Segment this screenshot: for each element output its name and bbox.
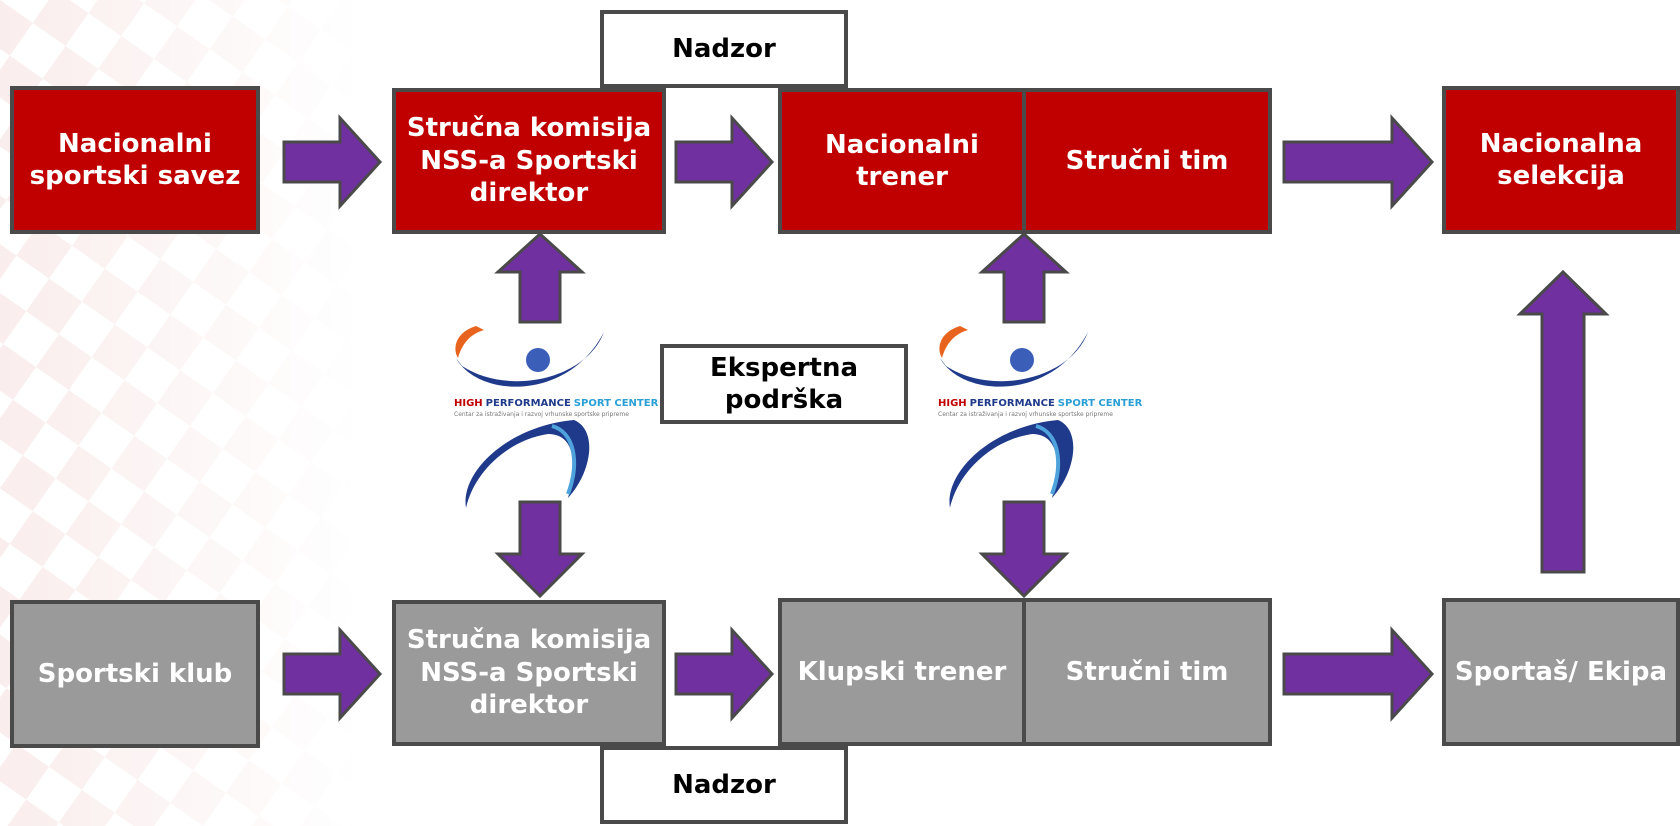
strucni-tim-top-box: Stručni tim xyxy=(1022,88,1272,234)
sportski-klub-box: Sportski klub xyxy=(10,600,260,748)
strucni-tim-bottom-label: Stručni tim xyxy=(1065,656,1229,687)
sportas-ekipa-box: Sportaš/ Ekipa xyxy=(1442,598,1680,746)
arrow-down-logo-to-tim xyxy=(978,500,1070,599)
logo-left-brand-performance: PERFORMANCE xyxy=(486,398,571,409)
logo-left-tagline: Centar za istraživanja i razvoj vrhunske… xyxy=(454,411,629,418)
logo-left-brand-high: HIGH xyxy=(454,398,483,409)
arrow-right-komisija-to-klupski-trener xyxy=(674,626,775,722)
arrow-up-sportas-to-selekcija xyxy=(1516,269,1610,574)
strucna-komisija-top-label: Stručna komisija NSS-a Sportski direktor xyxy=(406,113,652,209)
logo-right-tagline: Centar za istraživanja i razvoj vrhunske… xyxy=(938,411,1113,418)
nadzor-bottom-label: Nadzor xyxy=(672,769,776,800)
ekspertna-podrska-box: Ekspertna podrška xyxy=(660,344,908,424)
nadzor-top-label: Nadzor xyxy=(672,33,776,64)
arrow-right-tim-to-sportas xyxy=(1282,626,1435,722)
nacionalni-trener-label: Nacionalni trener xyxy=(825,129,979,193)
nacionalna-selekcija-box: Nacionalna selekcija xyxy=(1442,86,1680,234)
logo-right-brand-sport-center: SPORT CENTER xyxy=(1058,398,1143,409)
sportas-ekipa-label: Sportaš/ Ekipa xyxy=(1454,656,1668,687)
nacionalni-savez-label: Nacionalni sportski savez xyxy=(29,128,241,192)
logo-right-brand-high: HIGH xyxy=(938,398,967,409)
ekspertna-podrska-label: Ekspertna podrška xyxy=(709,352,859,416)
nacionalna-selekcija-label: Nacionalna selekcija xyxy=(1479,128,1643,192)
arrow-right-tim-to-selekcija xyxy=(1282,114,1435,210)
sportski-klub-label: Sportski klub xyxy=(37,658,233,689)
strucna-komisija-top-box: Stručna komisija NSS-a Sportski direktor xyxy=(392,88,666,234)
arrow-up-logo-to-komisija xyxy=(494,231,586,324)
nacionalni-savez-box: Nacionalni sportski savez xyxy=(10,86,260,234)
arrow-right-klub-to-komisija xyxy=(282,626,383,722)
klupski-trener-label: Klupski trener xyxy=(797,656,1007,687)
arrow-right-savez-to-komisija xyxy=(282,114,383,210)
arrow-up-logo-to-trener xyxy=(978,231,1070,324)
logo-left-brand-sport-center: SPORT CENTER xyxy=(574,398,659,409)
strucni-tim-bottom-box: Stručni tim xyxy=(1022,598,1272,746)
arrow-down-logo-to-komisija xyxy=(494,500,586,599)
klupski-trener-box: Klupski trener xyxy=(778,598,1026,746)
nacionalni-trener-box: Nacionalni trener xyxy=(778,88,1026,234)
strucni-tim-top-label: Stručni tim xyxy=(1065,145,1229,176)
nadzor-bottom-box: Nadzor xyxy=(600,746,848,824)
arrow-right-komisija-to-trener xyxy=(674,114,775,210)
strucna-komisija-bottom-box: Stručna komisija NSS-a Sportski direktor xyxy=(392,600,666,746)
nadzor-top-box: Nadzor xyxy=(600,10,848,88)
logo-right-brand-performance: PERFORMANCE xyxy=(970,398,1055,409)
strucna-komisija-bottom-label: Stručna komisija NSS-a Sportski direktor xyxy=(406,625,652,721)
